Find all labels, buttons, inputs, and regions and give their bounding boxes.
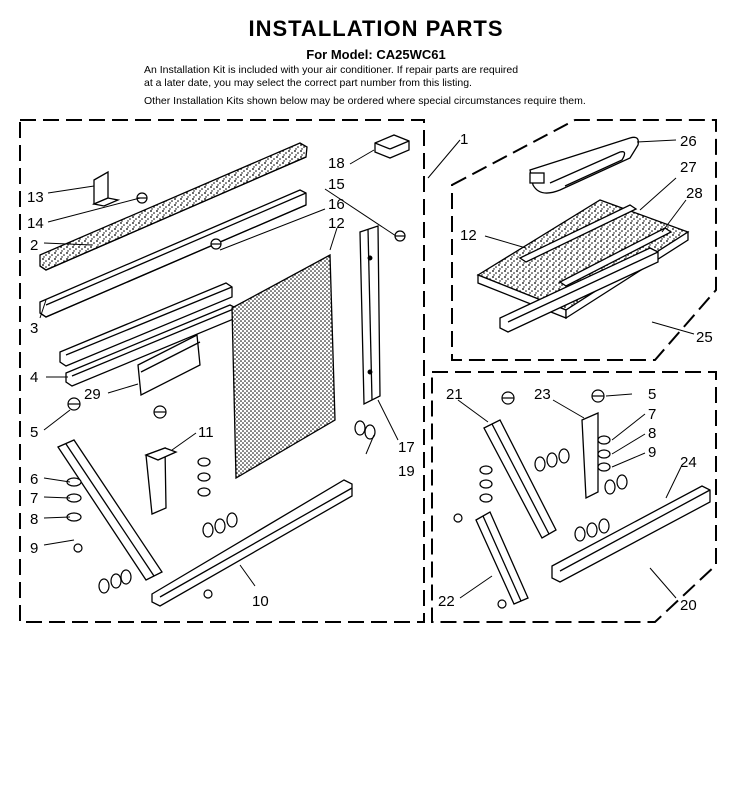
channel-part-27 xyxy=(518,204,638,263)
block-part-18 xyxy=(374,134,410,159)
washer-stack-center xyxy=(197,457,211,497)
callout-2: 2 xyxy=(30,237,38,254)
screw-bottom-left xyxy=(73,543,83,553)
bottom-right-kit-border xyxy=(431,371,717,623)
intro-line-1: An Installation Kit is included with you… xyxy=(144,64,519,76)
callout-8: 8 xyxy=(30,511,38,528)
screw-top-16 xyxy=(210,238,222,250)
screw-part-15 xyxy=(394,230,406,242)
screw-lower-left xyxy=(453,513,463,523)
main-kit-leaders xyxy=(39,139,461,587)
screw-part-14 xyxy=(136,192,148,204)
main-kit-border xyxy=(19,119,425,623)
bottom-right-leaders xyxy=(457,393,682,599)
intro-line-2: at a later date, you may select the corr… xyxy=(144,77,472,89)
callout-8-kit: 8 xyxy=(648,425,656,442)
nuts-right xyxy=(604,474,628,495)
callout-1: 1 xyxy=(460,131,468,148)
callout-12: 12 xyxy=(328,215,345,232)
callout-20: 20 xyxy=(680,597,697,614)
main-kit-parts xyxy=(39,134,410,607)
screw-part-5 xyxy=(67,397,81,411)
callout-12-kit: 12 xyxy=(460,227,477,244)
screw-part-11 xyxy=(153,405,167,419)
callout-7-kit: 7 xyxy=(648,406,656,423)
screw-bottom-rail xyxy=(203,589,213,599)
callout-13: 13 xyxy=(27,189,44,206)
callout-18: 18 xyxy=(328,155,345,172)
washers-right xyxy=(597,435,611,472)
kit-boundaries xyxy=(19,119,717,623)
callout-23: 23 xyxy=(534,386,551,403)
callout-10: 10 xyxy=(252,593,269,610)
washers-left xyxy=(479,465,493,503)
top-right-kit-border xyxy=(451,119,717,361)
rail-part-25 xyxy=(499,247,659,333)
callout-27: 27 xyxy=(680,159,697,176)
bottom-right-kit-parts xyxy=(475,412,711,605)
nuts-bottom-left xyxy=(98,569,132,594)
callout-24: 24 xyxy=(680,454,697,471)
callout-21: 21 xyxy=(446,386,463,403)
callout-5: 5 xyxy=(30,424,38,441)
callout-22: 22 xyxy=(438,593,455,610)
top-right-kit-parts xyxy=(476,136,690,333)
callout-4: 4 xyxy=(30,369,38,386)
screw-part-5-kit xyxy=(591,389,605,403)
callout-14: 14 xyxy=(27,215,44,232)
seal-loop-part-26 xyxy=(529,136,639,194)
washer-stack-left xyxy=(66,477,82,522)
foam-panel-part-12 xyxy=(231,253,336,480)
channel-part-16 xyxy=(59,282,233,367)
callout-25: 25 xyxy=(696,329,713,346)
rail-part-24 xyxy=(551,485,711,583)
nuts-lower xyxy=(574,518,610,542)
callout-6: 6 xyxy=(30,471,38,488)
channel-part-28 xyxy=(558,227,673,287)
bottom-rail-part-10 xyxy=(151,479,353,607)
screw-bottom-right xyxy=(497,599,507,609)
screw-part-21 xyxy=(501,391,515,405)
callout-29: 29 xyxy=(84,386,101,403)
callout-15: 15 xyxy=(328,176,345,193)
nuts-part-19 xyxy=(354,420,376,440)
bottom-right-fasteners xyxy=(453,389,628,609)
main-kit-fasteners xyxy=(66,192,406,599)
callout-28: 28 xyxy=(686,185,703,202)
bracket-part-23 xyxy=(581,412,599,500)
callout-9: 9 xyxy=(30,540,38,557)
callout-11: 11 xyxy=(198,424,214,441)
callout-16: 16 xyxy=(328,196,345,213)
callout-17: 17 xyxy=(398,439,415,456)
page-title: INSTALLATION PARTS xyxy=(248,16,504,41)
callout-9-kit: 9 xyxy=(648,444,656,461)
model-subtitle: For Model: CA25WC61 xyxy=(306,47,446,62)
callout-numbers: 13 14 2 3 4 29 5 6 7 8 9 11 10 18 15 16 … xyxy=(27,131,713,614)
callout-26: 26 xyxy=(680,133,697,150)
callout-7: 7 xyxy=(30,490,38,507)
nuts-mid xyxy=(534,448,570,472)
nuts-center xyxy=(202,512,238,538)
top-right-leaders xyxy=(484,139,695,335)
intro-line-3: Other Installation Kits shown below may … xyxy=(144,95,586,107)
callout-3: 3 xyxy=(30,320,38,337)
callout-19: 19 xyxy=(398,463,415,480)
callout-5-kit: 5 xyxy=(648,386,656,403)
